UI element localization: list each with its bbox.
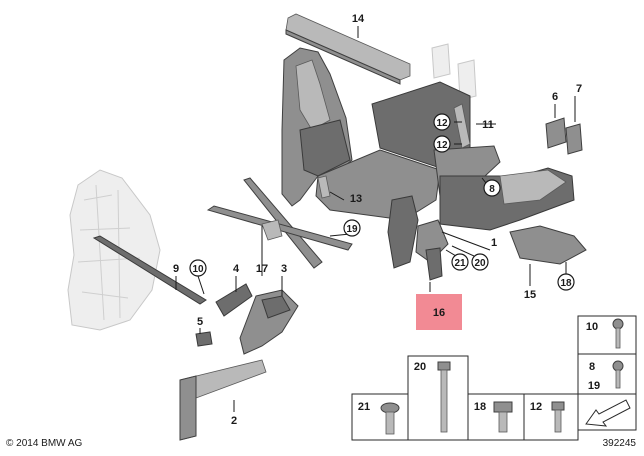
part-5-clip [195, 331, 213, 347]
part-17-x-brace [206, 177, 353, 269]
bolt-18-icon [493, 401, 513, 433]
callout-21: 21 [454, 258, 466, 269]
main-front-structure [281, 47, 575, 269]
callout-5: 5 [197, 316, 203, 328]
bolt-10-icon [612, 318, 624, 349]
callout-circle-10 [189, 259, 207, 277]
callout-circle-20 [471, 253, 489, 271]
callout-2: 2 [231, 415, 237, 427]
part-16-bracket [425, 247, 443, 281]
diagram-number: 392245 [603, 438, 637, 449]
callout-17: 17 [256, 263, 268, 275]
part-3-bracket [239, 289, 299, 355]
part-6-7-plates [545, 117, 583, 155]
callout-circle-18 [557, 273, 575, 291]
legend-label-18: 18 [474, 401, 486, 413]
legend-label-20: 20 [414, 361, 426, 373]
part-2-bracket [179, 359, 267, 441]
legend-label-10: 10 [586, 321, 598, 333]
callout-18: 18 [560, 278, 572, 289]
callout-10: 10 [192, 264, 204, 275]
bolt-12-icon [551, 401, 565, 433]
callout-19: 19 [346, 224, 358, 235]
callout-6: 6 [552, 91, 558, 103]
callout-11: 11 [482, 119, 494, 131]
callout-3: 3 [281, 263, 287, 275]
callout-circle-21 [451, 253, 469, 271]
legend-label-21: 21 [358, 401, 370, 413]
callout-16: 16 [433, 307, 445, 319]
part-9-rod [92, 235, 207, 305]
bolt-20-icon [437, 361, 451, 433]
callout-circle-12a [433, 113, 451, 131]
callout-12b: 12 [436, 140, 448, 151]
fastener-legend: 10 8 19 20 21 18 [351, 315, 637, 441]
legend-label-8: 8 [589, 361, 595, 373]
callouts-plain: 14 6 7 11 13 1 15 9 4 17 3 5 2 [173, 13, 582, 427]
legend-box-12 [523, 393, 579, 441]
copyright-text: © 2014 BMW AG [6, 438, 83, 449]
callout-1: 1 [491, 237, 497, 249]
callout-circle-12b [433, 135, 451, 153]
part-15-bracket [509, 225, 587, 265]
callouts-circled: 12 12 8 19 21 20 18 10 [189, 113, 575, 291]
direction-arrow-icon [585, 399, 631, 427]
part-11-strut [453, 103, 471, 149]
callout-16-highlight: 16 [416, 294, 462, 330]
callout-20: 20 [474, 258, 486, 269]
legend-box-8-19 [577, 353, 637, 395]
callout-14: 14 [352, 13, 365, 25]
highlight-box [416, 294, 462, 330]
callout-7: 7 [576, 83, 582, 95]
ghost-brackets [431, 43, 477, 101]
callout-12a: 12 [436, 118, 448, 129]
callout-13: 13 [350, 193, 362, 205]
bolt-21-icon [380, 402, 400, 435]
callout-circle-8 [483, 179, 501, 197]
bolt-8-icon [612, 360, 624, 389]
part-14-upper-rail [285, 13, 411, 85]
callout-8: 8 [489, 184, 495, 195]
callout-circle-19 [343, 219, 361, 237]
callout-15: 15 [524, 289, 536, 301]
part-13-bracket [317, 175, 331, 199]
legend-box-21 [351, 393, 409, 441]
part-4-bracket [215, 283, 253, 317]
callout-9: 9 [173, 263, 179, 275]
callout-4: 4 [233, 263, 240, 275]
legend-label-12: 12 [530, 401, 542, 413]
legend-label-19: 19 [588, 380, 600, 392]
